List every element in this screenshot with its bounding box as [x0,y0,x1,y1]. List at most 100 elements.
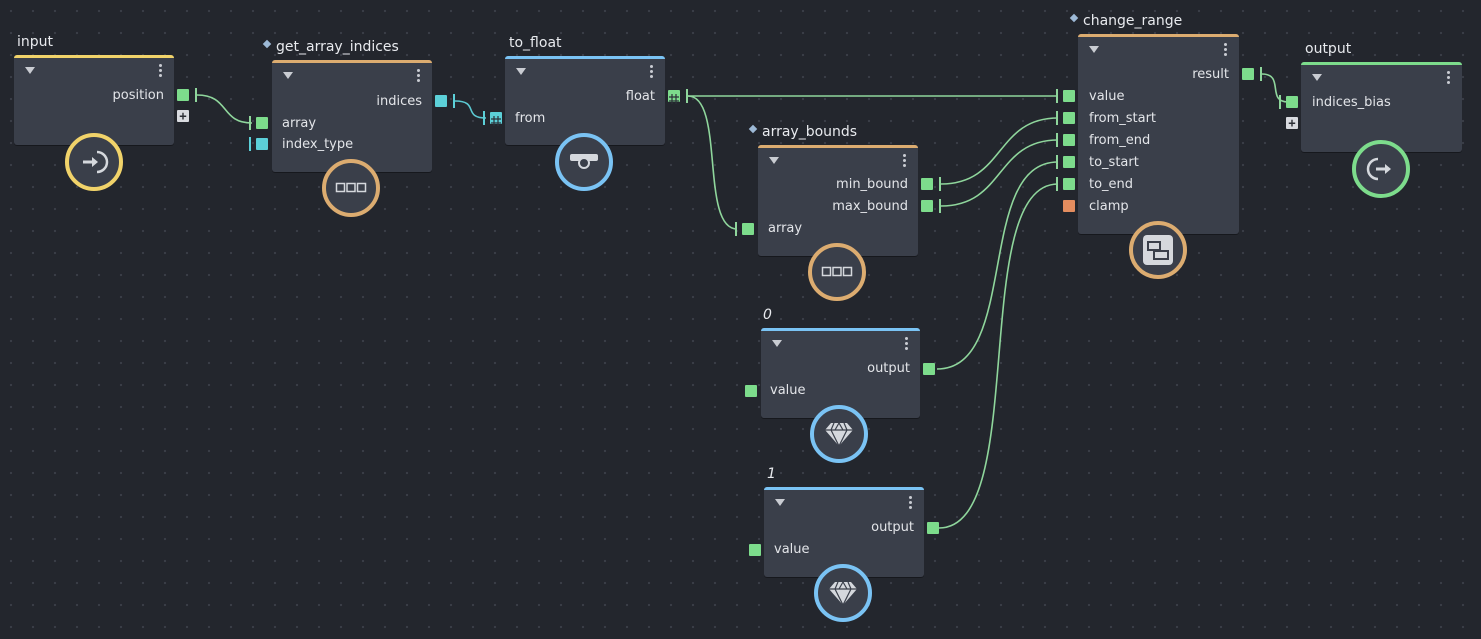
node-output[interactable]: indices_bias [1301,62,1462,152]
node-menu-icon[interactable] [909,496,913,510]
port-label-position: position [112,88,165,103]
output-port-max-bound[interactable] [921,200,933,212]
wire-end-tick [1279,95,1281,109]
wire-float-to-array [687,95,738,230]
collapse-toggle-icon[interactable] [25,67,35,74]
port-label-value: value [774,542,810,557]
port-label-value: value [770,383,806,398]
node-header-bar [1078,34,1239,37]
input-port-indices-bias[interactable] [1286,96,1298,108]
wire-end-tick [735,222,737,236]
node-title-const-0: 0 [763,307,772,323]
node-title-array-bounds: array_bounds [748,124,857,140]
node-header-bar [1301,62,1462,65]
node-constant-0[interactable]: output value [761,328,920,418]
input-port-clamp[interactable] [1063,200,1075,212]
port-label-float: float [625,89,655,104]
node-title-get-array-indices: get_array_indices [262,39,399,55]
port-label-from-start: from_start [1089,111,1157,126]
node-constant-1[interactable]: output value [764,487,924,577]
node-header-bar [758,145,918,148]
input-port-array[interactable] [742,223,754,235]
node-menu-icon[interactable] [903,154,907,168]
node-title-output: output [1305,41,1352,57]
node-menu-icon[interactable] [159,64,163,78]
output-port-output[interactable] [923,363,935,375]
collapse-toggle-icon[interactable] [516,68,526,75]
wire-end-tick [249,116,251,130]
wire-position-to-array [196,94,253,124]
node-array-bounds[interactable]: min_bound max_bound array [758,145,918,256]
node-menu-icon[interactable] [905,337,909,351]
wire-end-tick [1056,155,1058,169]
input-port-value[interactable] [1063,90,1075,102]
wire-end-tick [195,88,197,102]
node-change-range[interactable]: result value from_start from_end to_star… [1078,34,1239,234]
array-bounds-icon [808,243,866,301]
port-label-array: array [282,116,317,131]
port-label-min-bound: min_bound [836,177,908,192]
input-port-from-start[interactable] [1063,112,1075,124]
gem-icon [829,581,857,607]
input-port-from-end[interactable] [1063,134,1075,146]
node-menu-icon[interactable] [1447,71,1451,85]
collapse-toggle-icon[interactable] [775,499,785,506]
range-icon [1143,235,1173,265]
node-get-array-indices[interactable]: indices array index_type [272,60,432,172]
input-node-icon [65,133,123,191]
port-label-result: result [1192,67,1229,82]
array-icon [821,266,853,277]
output-port-output[interactable] [927,522,939,534]
add-port-button[interactable]: + [177,110,189,122]
add-port-button[interactable]: + [1286,117,1298,129]
wire-end-tick [1056,133,1058,147]
wire-end-tick [686,89,688,103]
wire-end-tick [1056,177,1058,191]
output-port-position[interactable] [177,89,189,101]
collapse-toggle-icon[interactable] [1089,46,1099,53]
node-header-bar [761,328,920,331]
input-port-index-type[interactable] [256,138,268,150]
wire-end-tick [939,199,941,213]
port-label-to-start: to_start [1089,155,1139,170]
input-port-from[interactable] [490,112,502,126]
input-port-value[interactable] [745,385,757,397]
output-node-icon [1352,140,1410,198]
wire-indices-to-from [454,100,487,119]
input-port-value[interactable] [749,544,761,556]
to-float-icon [555,133,613,191]
arrow-out-icon [1366,157,1391,181]
wire-result-to-indices-bias [1261,73,1289,103]
convert-icon [570,154,598,169]
port-label-to-end: to_end [1089,177,1134,192]
node-menu-icon[interactable] [650,65,654,79]
collapse-toggle-icon[interactable] [769,157,779,164]
output-port-min-bound[interactable] [921,178,933,190]
node-menu-icon[interactable] [1224,43,1228,57]
node-header-bar [14,55,174,58]
input-port-to-start[interactable] [1063,156,1075,168]
node-input[interactable]: position [14,55,174,145]
change-range-icon [1129,221,1187,279]
port-label-output: output [871,520,914,535]
node-title-const-1: 1 [767,466,776,482]
node-title-change-range: change_range [1069,13,1182,29]
get-array-indices-icon [322,159,380,217]
input-port-array[interactable] [256,117,268,129]
input-port-to-end[interactable] [1063,178,1075,190]
wire-end-tick [249,137,251,151]
collapse-toggle-icon[interactable] [283,72,293,79]
node-menu-icon[interactable] [417,69,421,83]
node-to-float[interactable]: float from [505,56,665,145]
output-port-float[interactable] [668,90,680,104]
wire-end-tick [453,94,455,108]
collapse-toggle-icon[interactable] [772,340,782,347]
collapse-toggle-icon[interactable] [1312,74,1322,81]
output-port-result[interactable] [1242,68,1254,80]
output-port-indices[interactable] [435,95,447,107]
node-title-to-float: to_float [509,35,562,51]
gem-icon [825,422,853,448]
wire-const1-to-to-end [938,183,1059,529]
node-header-bar [272,60,432,63]
